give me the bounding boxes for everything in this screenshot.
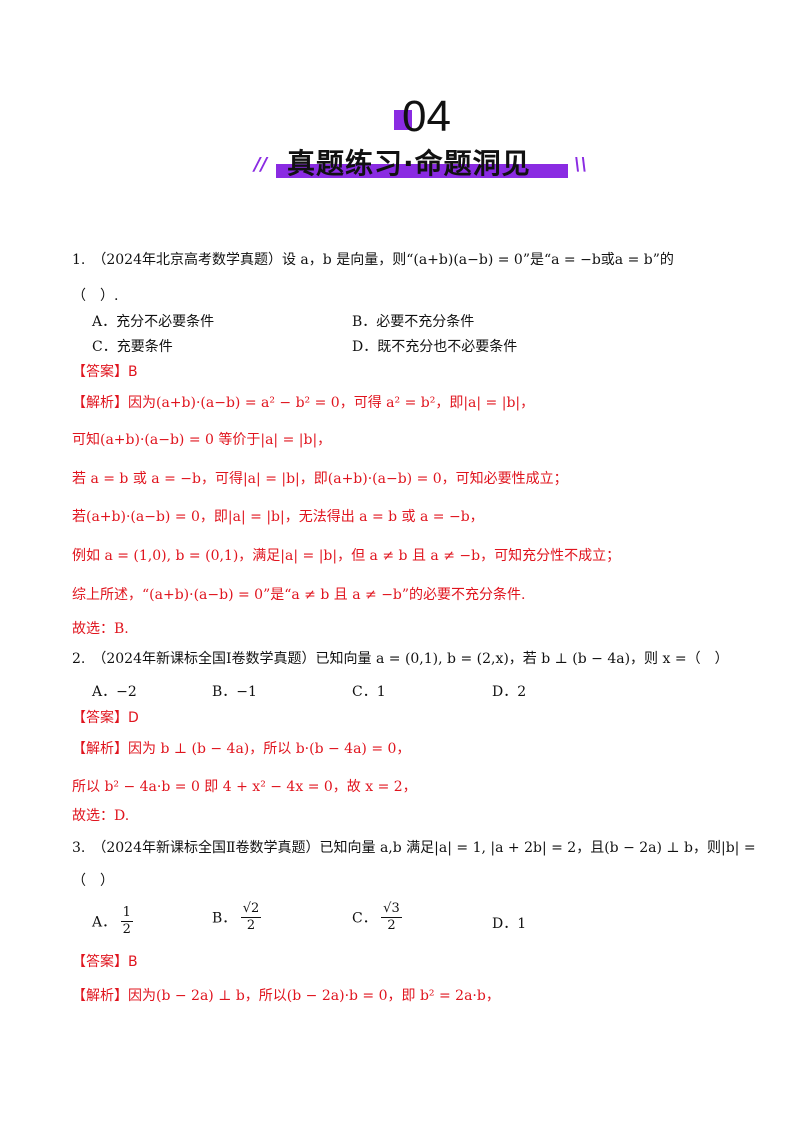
q1-solution-line-6: 综上所述，“(a+b)·(a−b) = 0”是“a ≠ b 且 a ≠ −b”的…: [72, 587, 526, 603]
q3-option-c-label: C．: [352, 910, 377, 927]
q3-option-d: D．1: [492, 916, 527, 932]
header-right-slash: \\: [574, 154, 588, 175]
header-left-slash: //: [254, 154, 268, 175]
q3-option-b: B． √2 2: [212, 901, 262, 934]
q2-option-d: D．2: [492, 684, 527, 700]
q3-answer: 【答案】B: [72, 954, 138, 970]
q1-option-b: B．必要不充分条件: [352, 314, 475, 330]
header-accent-bar: [276, 164, 568, 178]
q2-solution-line-1: 【解析】因为 b ⊥ (b − 4a)，所以 b·(b − 4a) = 0，: [72, 741, 411, 757]
q2-answer: 【答案】D: [72, 710, 139, 726]
q2-solution-line-2: 所以 b² − 4a·b = 0 即 4 + x² − 4x = 0，故 x =…: [72, 779, 417, 795]
q1-option-d: D．既不充分也不必要条件: [352, 339, 518, 355]
q3-stem: 3. （2024年新课标全国Ⅱ卷数学真题）已知向量 a,b 满足|a| = 1,…: [72, 840, 756, 856]
q3-option-a-numerator: 1: [120, 905, 133, 922]
q2-stem: 2. （2024年新课标全国Ⅰ卷数学真题）已知向量 a = (0,1), b =…: [72, 651, 729, 667]
q3-option-c-denominator: 2: [387, 918, 396, 933]
q3-option-a-fraction: 1 2: [120, 905, 133, 938]
q1-answer: 【答案】B: [72, 364, 138, 380]
q1-solution-line-4: 若(a+b)·(a−b) = 0，即|a| = |b|，无法得出 a = b 或…: [72, 509, 484, 525]
q2-option-a: A．−2: [92, 684, 137, 700]
q2-option-c: C．1: [352, 684, 386, 700]
q1-option-c: C．充要条件: [92, 339, 173, 355]
q3-option-b-fraction: √2 2: [240, 901, 262, 934]
chapter-number: 04: [402, 92, 451, 141]
q1-solution-line-3: 若 a = b 或 a = −b，可得|a| = |b|，即(a+b)·(a−b…: [72, 471, 568, 487]
q3-option-c: C． √3 2: [352, 901, 402, 934]
q3-option-a-label: A．: [92, 914, 117, 931]
q1-solution-line-5: 例如 a = (1,0), b = (0,1)，满足|a| = |b|，但 a …: [72, 548, 621, 564]
q1-solution-line-1: 【解析】因为(a+b)·(a−b) = a² − b² = 0，可得 a² = …: [72, 395, 535, 411]
header-title: 真题练习·命题洞见: [287, 147, 531, 180]
q3-option-a-denominator: 2: [122, 922, 131, 937]
q2-solution-line-3: 故选：D.: [72, 808, 130, 824]
q3-option-b-label: B．: [212, 910, 237, 927]
q3-stem-cont: （ ）: [72, 873, 114, 889]
q1-stem: 1. （2024年北京高考数学真题）设 a，b 是向量，则“(a+b)(a−b)…: [72, 252, 674, 268]
q3-option-b-numerator: √2: [240, 901, 262, 918]
q3-option-a: A． 1 2: [92, 905, 133, 938]
q1-stem-cont: （ ）.: [72, 288, 119, 304]
q3-solution-line-1: 【解析】因为(b − 2a) ⊥ b，所以(b − 2a)·b = 0，即 b²…: [72, 988, 500, 1004]
q3-option-b-denominator: 2: [246, 918, 256, 933]
header-accent-square: [394, 110, 412, 130]
q3-option-c-numerator: √3: [381, 901, 402, 918]
q1-option-a: A．充分不必要条件: [92, 314, 215, 330]
q1-solution-line-7: 故选：B.: [72, 621, 129, 637]
q1-solution-line-2: 可知(a+b)·(a−b) = 0 等价于|a| = |b|，: [72, 432, 332, 448]
q2-option-b: B．−1: [212, 684, 257, 700]
q3-option-c-fraction: √3 2: [381, 901, 402, 934]
